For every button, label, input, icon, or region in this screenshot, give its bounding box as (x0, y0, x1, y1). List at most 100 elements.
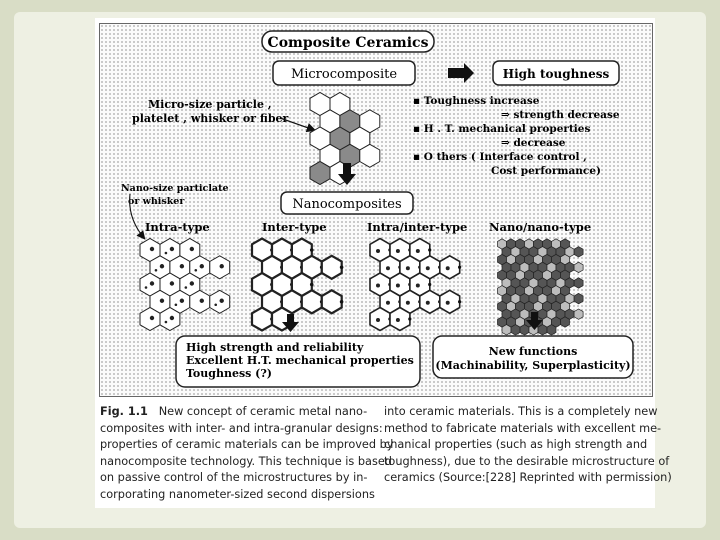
dispersion-dot (376, 283, 380, 288)
arrow-to-high-toughness (448, 63, 474, 83)
microcomposite-label: Microcomposite (291, 67, 397, 82)
dispersion-dot (169, 315, 175, 321)
grain (573, 277, 584, 289)
grain (519, 324, 530, 336)
boundary-dot (458, 265, 462, 269)
type-label-intra-inter: Intra/inter-type (367, 220, 467, 234)
dispersion-dot (164, 320, 168, 324)
grain (501, 324, 512, 336)
dispersion-dot (376, 318, 380, 322)
dispersion-dot (199, 298, 204, 303)
dispersion-dot (189, 246, 195, 252)
grain (573, 308, 584, 320)
figure-number: Fig. 1.1 (100, 405, 148, 418)
dispersion-dot (174, 303, 178, 307)
grain (546, 324, 557, 336)
caption-left-text-1: New concept of ceramic metal nano- (158, 405, 368, 418)
boundary-dot (408, 317, 412, 321)
dispersion-dot (149, 246, 155, 252)
effect-line-3: ▪ H . T. mechanical properties (413, 123, 590, 135)
caption-right-line-4: toughness), due to the desirable microst… (384, 454, 670, 468)
dispersion-dot (164, 251, 168, 255)
effect-line-5: ▪ O thers ( Interface control , (413, 151, 587, 163)
outcome-right-box (432, 335, 634, 379)
dispersion-dot (395, 318, 400, 322)
grain (573, 292, 584, 305)
arrow-to-outcome-right (526, 312, 543, 330)
diagram-title: Composite Ceramics (268, 35, 429, 51)
dispersion-dot (159, 298, 165, 303)
dispersion-dot (199, 264, 204, 269)
effect-line-2: ⇒ strength decrease (501, 109, 620, 121)
intra-inter-type-microstructure (369, 237, 462, 332)
micro-pointer-line (279, 117, 317, 133)
grain (510, 324, 521, 336)
caption-right-line-5: ceramics (Source:[228] Reprinted with pe… (384, 471, 672, 485)
outcome-left-box (175, 335, 421, 388)
grain (250, 306, 274, 332)
nano-particle-label-2: or whisker (128, 196, 185, 207)
dispersion-dot (184, 286, 188, 289)
type-label-nano-nano: Nano/nano-type (489, 220, 591, 234)
dispersion-dot (445, 266, 450, 271)
caption-right-line-1: into ceramic materials. This is a comple… (384, 405, 658, 418)
boundary-dot (309, 248, 314, 252)
outcome-right-line-2: (Machinability, Superplasticity) (435, 359, 630, 372)
caption-right-line-2: method to fabricate materials with excel… (384, 421, 662, 435)
grain (209, 255, 231, 280)
title-box (261, 30, 435, 53)
outcome-left-line-3: Toughness (?) (186, 367, 272, 380)
grain (389, 306, 411, 332)
micro-particle-label-1: Micro-size particle , (148, 98, 272, 111)
dispersion-dot (194, 268, 198, 272)
dispersion-dot (425, 266, 430, 271)
inter-type-microstructure (250, 237, 344, 332)
boundary-dot (309, 282, 314, 287)
dispersion-dot (159, 264, 165, 269)
nano-nano-type-microstructure (497, 238, 584, 336)
dispersion-dot (405, 266, 410, 271)
dispersion-dot (395, 283, 400, 288)
nanocomposites-label: Nanocomposites (292, 197, 401, 212)
caption-right-line-3: chanical properties (such as high streng… (384, 438, 648, 452)
dispersion-dot (149, 315, 155, 321)
dispersion-dot (214, 303, 218, 307)
dispersion-dot (395, 249, 400, 253)
dispersion-dot (415, 249, 420, 253)
dispersion-dot (415, 283, 420, 288)
caption-left-line-4: nanocomposite technology. This technique… (100, 454, 392, 468)
type-label-inter: Inter-type (262, 220, 327, 234)
grain (573, 261, 584, 274)
dispersion-dot (405, 300, 410, 305)
dispersion-dot (385, 300, 390, 305)
outcome-left-line-1: High strength and reliability (186, 341, 364, 354)
dispersion-dot (385, 266, 390, 271)
caption-left-line-5: on passive control of the microstructure… (100, 471, 368, 485)
grain (320, 254, 343, 281)
microcomposite-grain-cluster (309, 91, 381, 186)
nanocomposites-box (280, 191, 414, 215)
caption-left-line-2: composites with inter- and intra-granula… (100, 421, 383, 435)
caption-left-line-3: properties of ceramic materials can be i… (100, 438, 394, 452)
boundary-dot (339, 299, 344, 304)
grain (438, 289, 461, 315)
dispersion-dot (189, 281, 195, 286)
effect-line-6: Cost performance) (491, 165, 601, 177)
micro-particle-label-2: platelet , whisker or fiber (132, 112, 289, 125)
dispersion-dot (179, 264, 185, 269)
dispersion-dot (425, 300, 430, 305)
grain (573, 246, 584, 258)
grain (159, 306, 181, 332)
arrow-to-outcome-left (282, 314, 299, 332)
boundary-dot (428, 282, 432, 287)
grain (209, 289, 231, 314)
dispersion-dot (149, 281, 155, 286)
grain (320, 289, 343, 315)
grain (537, 324, 548, 336)
outcome-right-line-1: New functions (489, 345, 578, 358)
boundary-dot (339, 265, 344, 270)
grain (560, 316, 570, 328)
high-toughness-label: High toughness (503, 67, 610, 81)
arrow-to-nanocomposites (338, 163, 356, 185)
dispersion-dot (219, 298, 224, 303)
